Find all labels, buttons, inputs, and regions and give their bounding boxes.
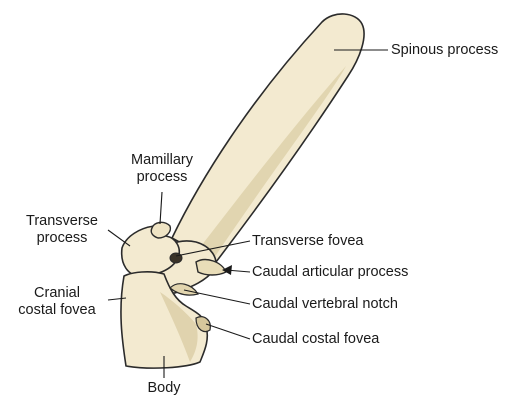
label-mamillary-line-1: Mamillary: [120, 152, 204, 169]
label-cranial-costal-fovea-line-2: costal fovea: [6, 302, 108, 319]
label-spinous-process: Spinous process: [391, 42, 498, 59]
label-transverse-fovea: Transverse fovea: [252, 233, 363, 250]
leader-mamillary-process: [160, 192, 162, 224]
leader-caudal-costal-fovea: [206, 324, 250, 339]
label-body: Body: [134, 380, 194, 397]
transverse-fovea-shape: [170, 253, 182, 263]
label-cranial-costal-fovea: Cranial costal fovea: [6, 285, 108, 319]
label-transverse-process-line-1: Transverse: [16, 213, 108, 230]
caudal-articular-process-shape: [196, 260, 226, 275]
leader-caudal-vertebral-notch: [184, 290, 250, 304]
label-mamillary-process: Mamillary process: [120, 152, 204, 186]
label-mamillary-line-2: process: [120, 169, 204, 186]
label-caudal-vertebral-notch: Caudal vertebral notch: [252, 296, 398, 313]
spinous-process-shape: [172, 14, 364, 262]
label-caudal-articular-process: Caudal articular process: [252, 264, 408, 281]
leader-transverse-process: [108, 230, 130, 246]
label-transverse-process: Transverse process: [16, 213, 108, 247]
label-cranial-costal-fovea-line-1: Cranial: [6, 285, 108, 302]
vertebral-body-shape: [121, 272, 207, 368]
label-transverse-process-line-2: process: [16, 230, 108, 247]
label-caudal-costal-fovea: Caudal costal fovea: [252, 331, 379, 348]
